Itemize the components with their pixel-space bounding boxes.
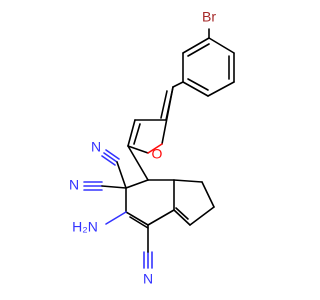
bond (127, 145, 149, 154)
oxygen-label: O (152, 146, 163, 162)
amine-bond (105, 211, 127, 225)
bond (173, 209, 191, 226)
bond (161, 86, 174, 145)
bond (182, 37, 210, 54)
bond (129, 216, 149, 229)
bond (187, 78, 209, 91)
nitrile-top (105, 149, 120, 160)
bond (147, 209, 175, 226)
bond (127, 119, 136, 147)
nitrogen-label-top: N (91, 139, 101, 155)
nitrile-top (101, 155, 116, 166)
structure-drawing: Br O N N N H₂N (69, 9, 235, 287)
bond (175, 207, 189, 220)
bond (160, 90, 168, 119)
bond (189, 206, 215, 226)
hetero-bond-lines (83, 143, 163, 269)
bond (101, 185, 127, 189)
bond-furan-oxygen (147, 143, 163, 154)
bond (173, 179, 203, 183)
bond (172, 81, 184, 88)
bond (187, 43, 210, 57)
bond (125, 211, 149, 226)
bond (182, 81, 209, 97)
bond (116, 161, 127, 189)
bond-lines (125, 28, 235, 229)
bond (133, 123, 141, 145)
amino-label: H₂N (72, 219, 98, 235)
bond (208, 37, 235, 54)
bond (127, 145, 149, 181)
molecule-canvas: Br O N N N H₂N (69, 9, 235, 287)
nitrile-top (103, 152, 118, 163)
nitrogen-label-bottom: N (143, 271, 153, 287)
bond (125, 179, 149, 189)
bond (207, 81, 235, 97)
bond (201, 181, 215, 208)
bromine-label: Br (202, 9, 216, 25)
nitrogen-label-mid: N (69, 177, 79, 193)
